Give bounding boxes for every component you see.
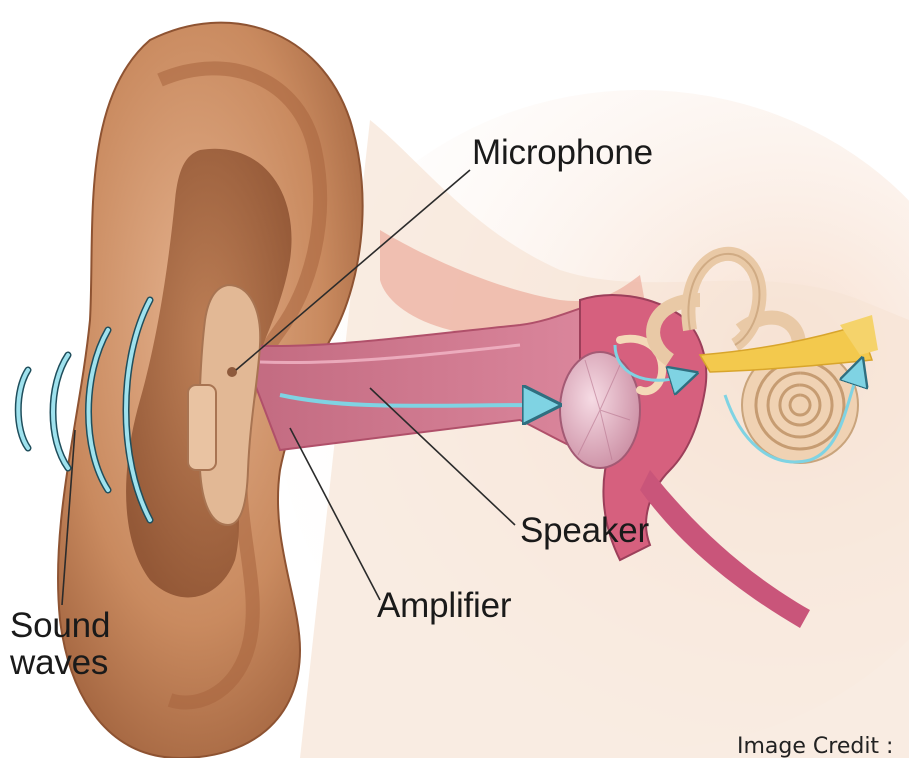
speaker-label: Speaker <box>520 513 649 550</box>
image-credit: Image Credit : <box>737 734 893 759</box>
microphone-port <box>227 367 237 377</box>
microphone-label: Microphone <box>472 135 653 172</box>
amplifier-label: Amplifier <box>377 588 511 625</box>
sound-waves-label-line2: waves <box>10 645 110 682</box>
sound-waves-label-line1: Sound <box>10 608 110 645</box>
sound-waves-label: Sound waves <box>10 608 110 682</box>
